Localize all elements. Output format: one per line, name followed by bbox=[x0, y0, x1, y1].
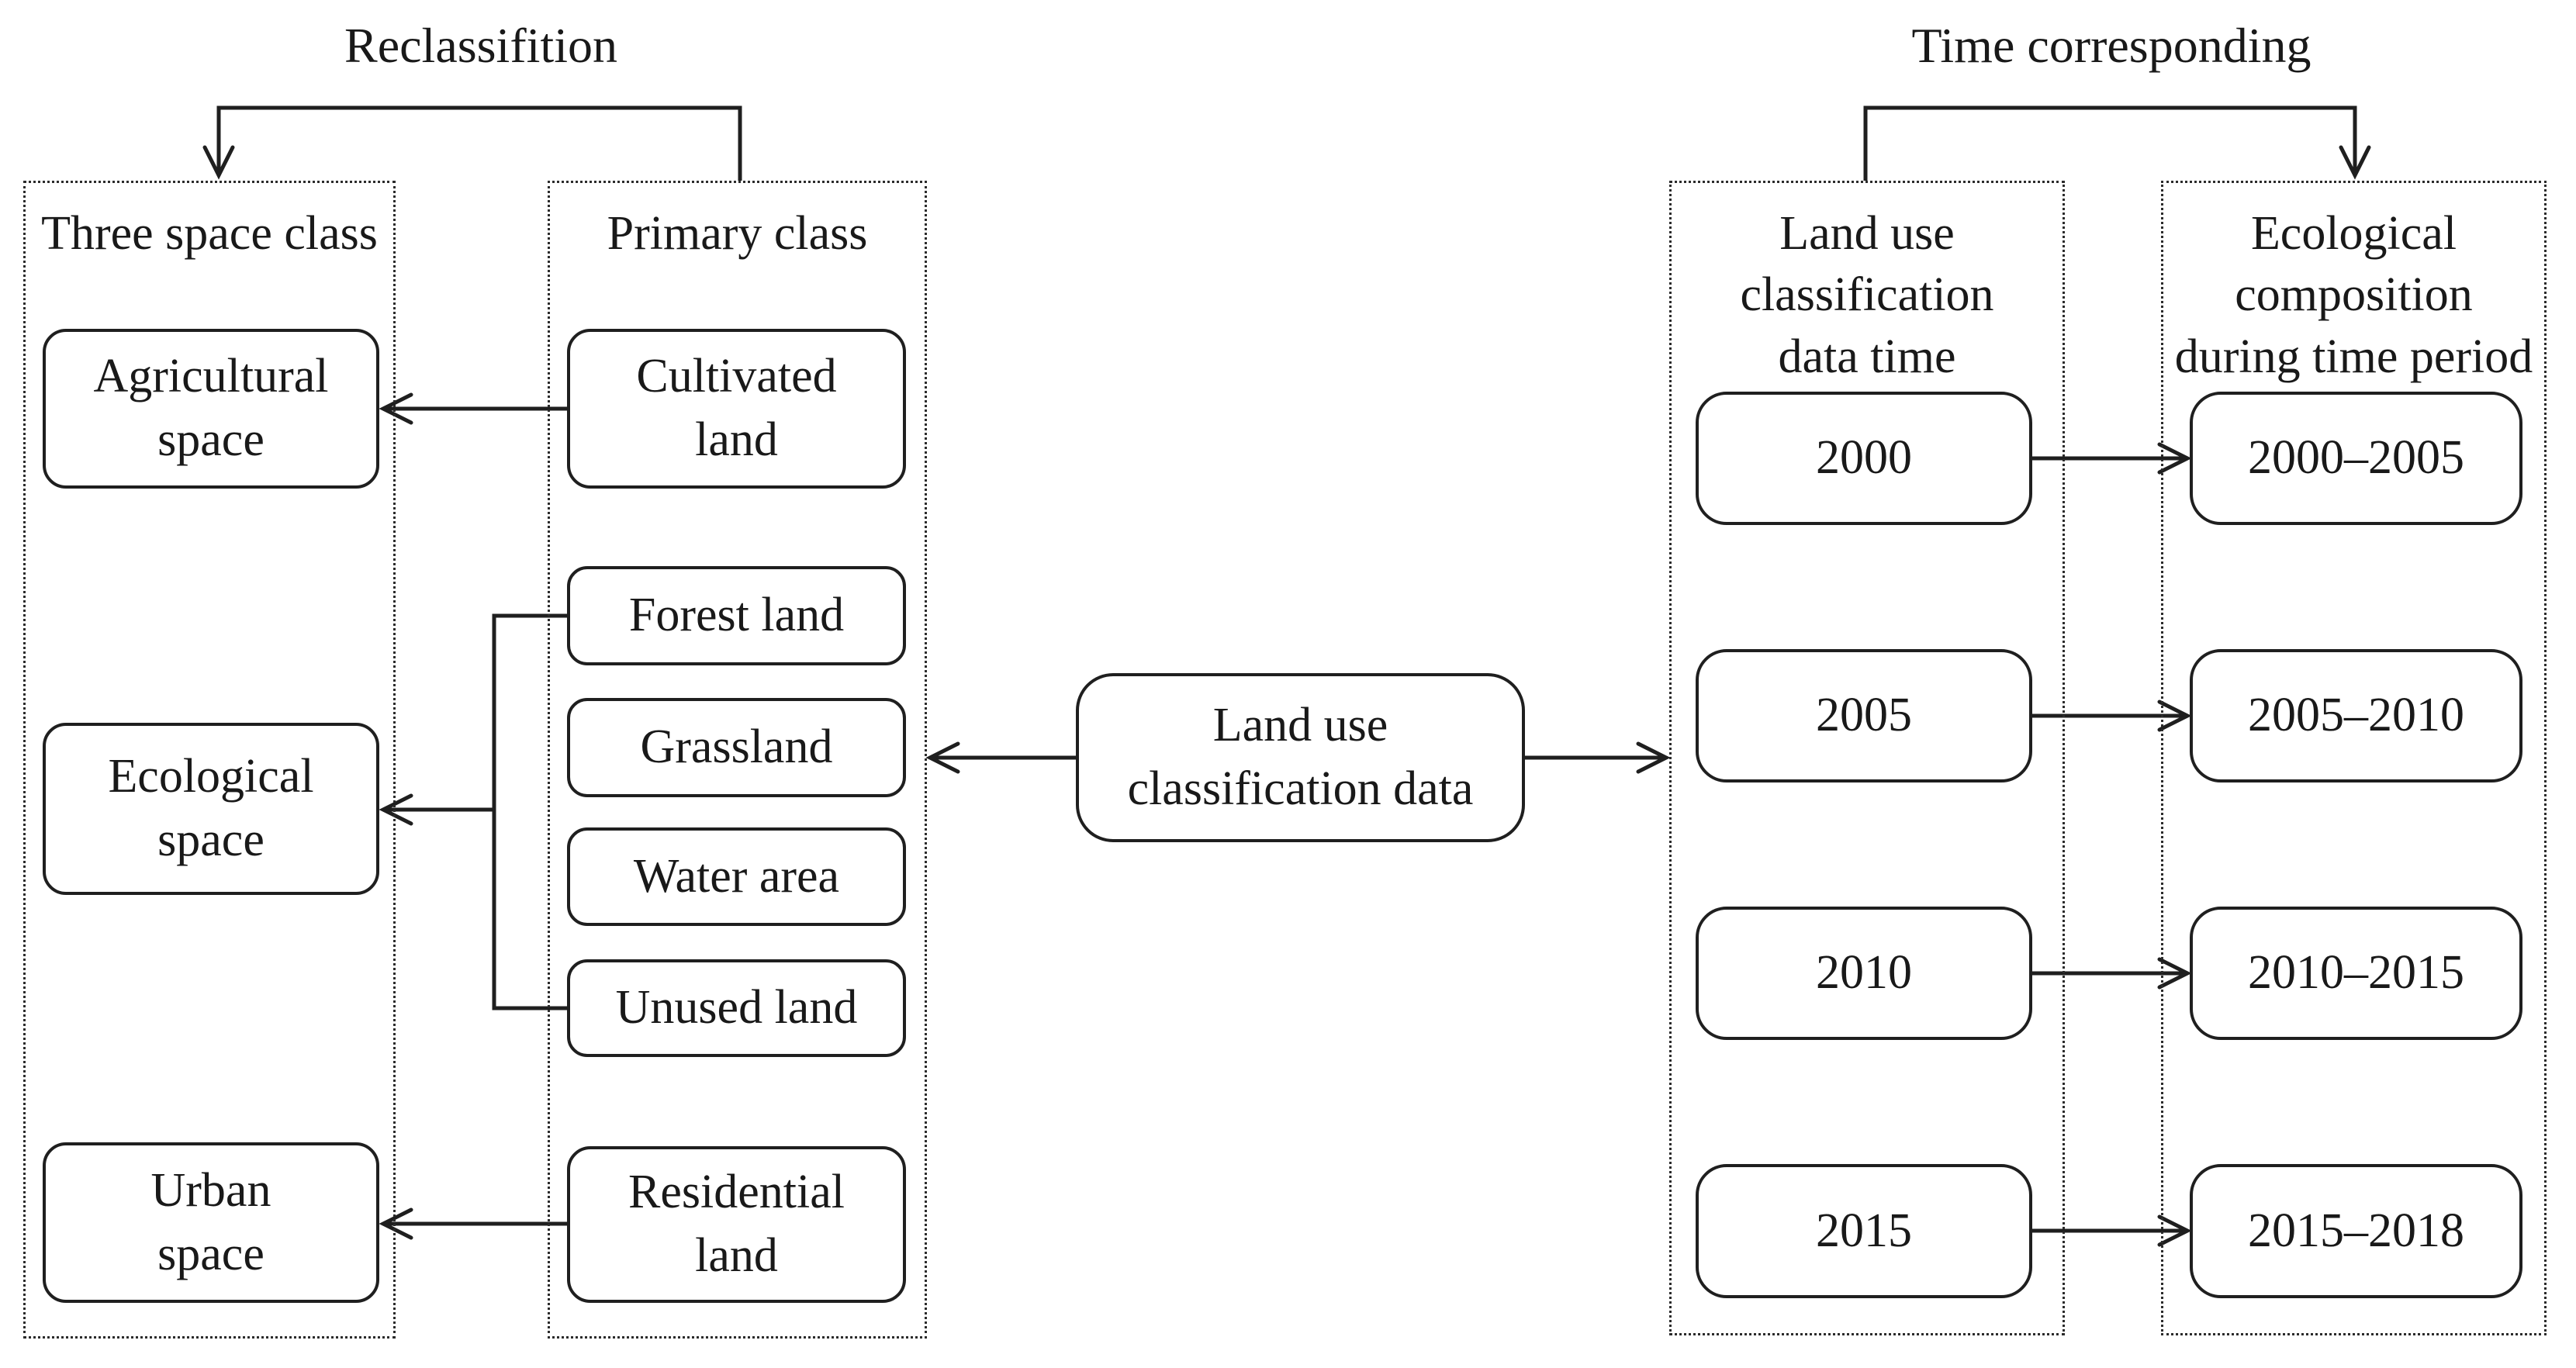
period-2015-2018-box: 2015–2018 bbox=[2190, 1164, 2522, 1298]
header-line: Ecological bbox=[2250, 207, 2457, 260]
time-corresponding-title: Time corresponding bbox=[1911, 18, 2311, 73]
period-2010-2015-box: 2010–2015 bbox=[2190, 907, 2522, 1040]
land-use-classification-data-box: Land use classification data bbox=[1076, 673, 1525, 842]
box-label: Ecological bbox=[108, 750, 314, 803]
header-line: composition bbox=[2235, 268, 2473, 322]
box-label: Unused land bbox=[615, 981, 858, 1035]
column-eco-period: Ecological composition during time perio… bbox=[2161, 181, 2547, 1335]
agricultural-space-box: Agricultural space bbox=[43, 329, 379, 489]
year-2015-box: 2015 bbox=[1696, 1164, 2032, 1298]
unused-land-box: Unused land bbox=[567, 959, 906, 1057]
box-label: Residential bbox=[628, 1166, 845, 1219]
reclassification-title: Reclassifition bbox=[344, 18, 617, 73]
bracket-reclassification bbox=[202, 105, 742, 181]
header-line: data time bbox=[1778, 330, 1956, 383]
period-2005-2010-box: 2005–2010 bbox=[2190, 649, 2522, 782]
eco-period-header: Ecological composition during time perio… bbox=[2163, 203, 2544, 388]
box-label: Urban bbox=[150, 1163, 271, 1217]
box-label: 2010–2015 bbox=[2248, 946, 2464, 1000]
box-label: Land use bbox=[1212, 699, 1388, 752]
box-label: 2015 bbox=[1816, 1204, 1912, 1257]
box-label: Grassland bbox=[640, 720, 833, 774]
residential-land-box: Residential land bbox=[567, 1146, 906, 1303]
header-line: during time period bbox=[2174, 330, 2533, 383]
box-label: Cultivated bbox=[636, 350, 837, 403]
box-label: space bbox=[157, 1227, 265, 1280]
urban-space-box: Urban space bbox=[43, 1142, 379, 1303]
header-line: Primary class bbox=[607, 207, 868, 260]
box-label: 2000–2005 bbox=[2248, 431, 2464, 485]
period-2000-2005-box: 2000–2005 bbox=[2190, 392, 2522, 525]
header-line: classification bbox=[1740, 268, 1994, 322]
box-label: land bbox=[695, 413, 778, 466]
year-2005-box: 2005 bbox=[1696, 649, 2032, 782]
box-label: 2000 bbox=[1816, 431, 1912, 485]
box-label: Water area bbox=[633, 849, 840, 903]
header-line: Land use bbox=[1779, 207, 1955, 260]
column-primary-class: Primary class bbox=[548, 181, 927, 1339]
box-label: space bbox=[157, 413, 265, 466]
box-label: 2015–2018 bbox=[2248, 1204, 2464, 1257]
ecological-space-box: Ecological space bbox=[43, 723, 379, 895]
header-line: Three space class bbox=[41, 207, 378, 260]
data-time-header: Land use classification data time bbox=[1672, 203, 2063, 388]
column-data-time: Land use classification data time bbox=[1669, 181, 2065, 1335]
connector-ecological-group bbox=[492, 613, 567, 1010]
box-label: Forest land bbox=[628, 589, 845, 642]
three-space-class-header: Three space class bbox=[26, 203, 393, 264]
box-label: Agricultural bbox=[93, 350, 329, 403]
forest-land-box: Forest land bbox=[567, 566, 906, 665]
water-area-box: Water area bbox=[567, 827, 906, 926]
box-label: space bbox=[157, 814, 265, 866]
cultivated-land-box: Cultivated land bbox=[567, 329, 906, 489]
box-label: classification data bbox=[1127, 762, 1474, 815]
box-label: 2005 bbox=[1816, 689, 1912, 742]
year-2000-box: 2000 bbox=[1696, 392, 2032, 525]
bracket-time-corresponding bbox=[1863, 105, 2371, 181]
grassland-box: Grassland bbox=[567, 698, 906, 797]
box-label: land bbox=[695, 1229, 778, 1282]
primary-class-header: Primary class bbox=[550, 203, 925, 264]
box-label: 2005–2010 bbox=[2248, 689, 2464, 742]
box-label: 2010 bbox=[1816, 946, 1912, 1000]
column-three-space-class: Three space class bbox=[23, 181, 396, 1339]
year-2010-box: 2010 bbox=[1696, 907, 2032, 1040]
